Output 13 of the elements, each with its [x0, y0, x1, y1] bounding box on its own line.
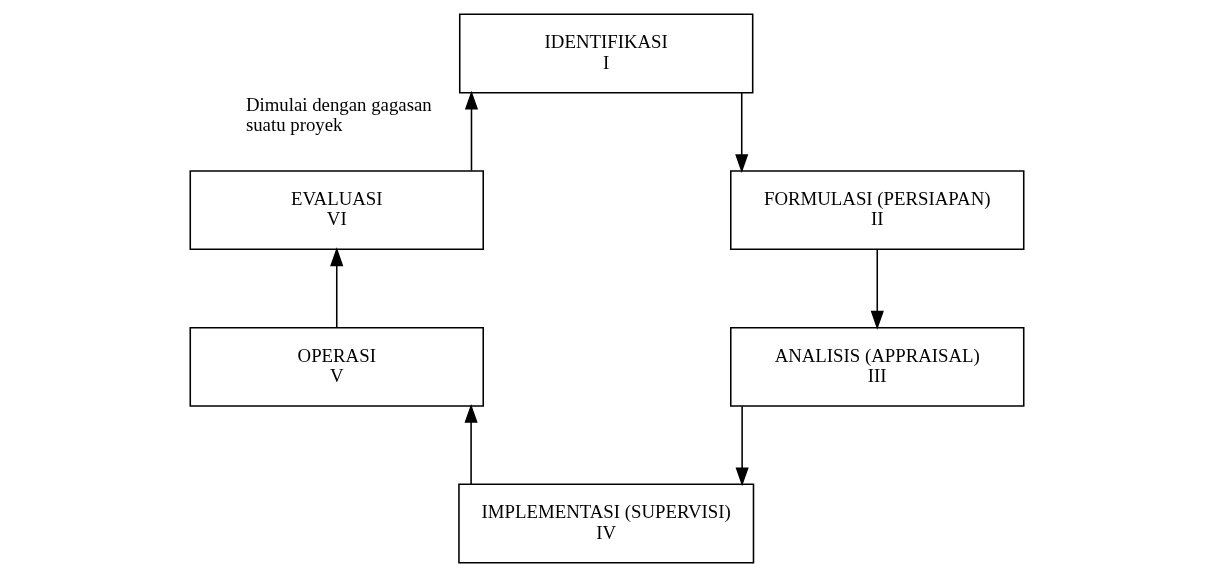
- arrow: [734, 92, 748, 173]
- node-box: IMPLEMENTASI (SUPERVISI) IV: [457, 483, 754, 564]
- arrow: [735, 405, 749, 487]
- node-box: EVALUASI VI: [189, 170, 484, 251]
- node-box: ANALISIS (APPRAISAL) III: [729, 326, 1024, 407]
- arrow: [464, 404, 478, 485]
- node-box: FORMULASI (PERSIAPAN) II: [729, 170, 1024, 251]
- arrow: [329, 247, 343, 329]
- node-box: IDENTIFIKASI I: [458, 13, 753, 94]
- node-box: OPERASI V: [189, 326, 484, 407]
- arrow: [870, 248, 884, 330]
- arrow: [464, 90, 478, 172]
- edge-label: Dimulai dengan gagasan suatu proyek: [245, 93, 432, 136]
